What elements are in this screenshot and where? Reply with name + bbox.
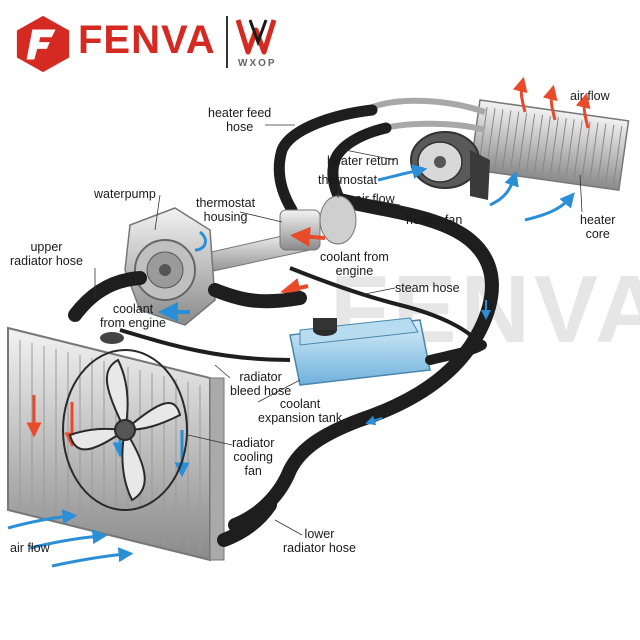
brand-sub-name: WXOP	[238, 58, 277, 69]
label-coolant-from-engine-top: coolant from engine	[320, 250, 389, 278]
label-heater-return: heater return	[327, 154, 399, 168]
label-line: expansion tank	[258, 411, 343, 425]
label-line: coolant	[279, 397, 321, 411]
label-line: heater feed	[208, 106, 272, 120]
label-coolant-expansion-tank: coolant expansion tank	[258, 397, 342, 425]
heater-core	[469, 99, 630, 192]
label-line: core	[585, 227, 610, 241]
label-line: hose	[226, 120, 254, 134]
label-steam-hose: steam hose	[395, 281, 460, 295]
brand-divider	[226, 16, 228, 68]
label-air-flow-top: air flow	[570, 89, 610, 103]
label-waterpump: waterpump	[94, 187, 156, 201]
tank-outlet-hose	[425, 340, 487, 365]
label-heater-feed-hose: heater feed hose	[208, 106, 271, 134]
label-line: fan	[244, 464, 262, 478]
label-line: radiator hose	[10, 254, 83, 268]
wxop-logo-icon	[236, 19, 277, 55]
label-heater-core: heater core	[580, 213, 615, 241]
heater-hoses	[273, 104, 392, 216]
label-line: coolant from	[320, 250, 389, 264]
label-line: lower	[304, 527, 335, 541]
steam-hose	[289, 266, 482, 347]
brand-logo-icon	[16, 15, 70, 73]
label-line: heater	[580, 213, 616, 227]
return-hose-flow-arrows	[365, 300, 491, 426]
label-line: cooling	[233, 450, 273, 464]
radiator	[7, 326, 225, 562]
main-return-hose	[228, 193, 499, 532]
label-air-flow-bottom: air flow	[10, 541, 50, 555]
label-line: housing	[203, 210, 248, 224]
label-line: upper	[30, 240, 63, 254]
label-line: radiator	[239, 370, 282, 384]
label-thermostat-housing: thermostat housing	[196, 196, 255, 224]
brand-name: FENVA	[78, 18, 216, 62]
upper-radiator-hose	[68, 271, 147, 322]
label-line: radiator	[232, 436, 275, 450]
coolant-expansion-tank	[289, 317, 431, 386]
label-upper-radiator-hose: upper radiator hose	[10, 240, 83, 268]
label-thermostat: thermostat	[318, 173, 378, 187]
coolant-from-engine-arrows	[280, 226, 326, 298]
bleed-hose	[119, 328, 291, 362]
heater-fan-air-arrows	[377, 164, 575, 222]
leader-lines	[94, 124, 583, 536]
label-heater-fan: heater fan	[406, 213, 463, 227]
label-radiator-bleed-hose: radiator bleed hose	[230, 370, 291, 398]
lower-radiator-hose	[217, 498, 277, 547]
water-pump	[124, 207, 216, 326]
engine-to-radiator-hose	[208, 283, 307, 309]
label-line: from engine	[100, 316, 167, 330]
radiator-cooling-fan	[62, 349, 188, 511]
label-line: engine	[335, 264, 374, 278]
bottom-air-flow-arrows	[7, 509, 134, 568]
heater-air-flow-arrows	[512, 76, 591, 129]
label-line: bleed hose	[230, 384, 292, 398]
label-air-flow-mid: air flow	[355, 192, 395, 206]
heater-fan	[410, 131, 490, 200]
heater-pipes	[368, 97, 486, 133]
label-lower-radiator-hose: lower radiator hose	[283, 527, 356, 555]
label-line: coolant	[112, 302, 154, 316]
label-line: thermostat	[196, 196, 256, 210]
label-radiator-cooling-fan: radiator cooling fan	[232, 436, 274, 478]
label-line: radiator hose	[283, 541, 356, 555]
label-coolant-from-engine-left: coolant from engine	[100, 302, 166, 330]
